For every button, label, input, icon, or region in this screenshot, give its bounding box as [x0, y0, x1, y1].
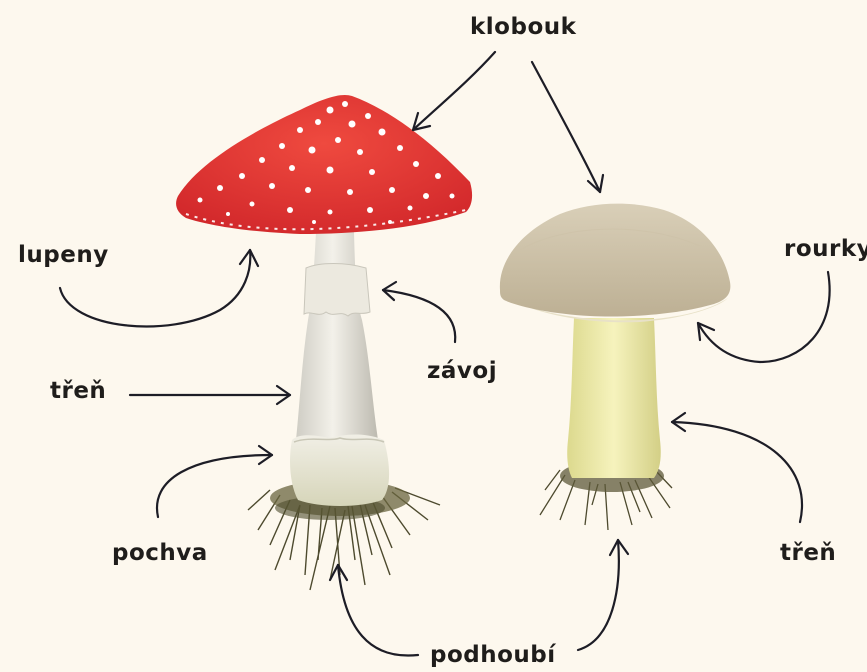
label-tren-right: třeň	[780, 542, 836, 565]
label-lupeny: lupeny	[18, 244, 109, 267]
label-podhoubi: podhoubí	[430, 644, 556, 667]
amanita-mushroom	[176, 95, 472, 590]
arrow-podhoubi-right	[578, 540, 619, 650]
arrow-pochva	[157, 455, 272, 517]
arrow-zavoj	[383, 290, 455, 342]
label-rourky: rourky	[784, 238, 867, 261]
label-tren-left: třeň	[50, 380, 106, 403]
label-klobouk: klobouk	[470, 16, 576, 39]
arrow-tren-right	[672, 422, 802, 522]
arrow-klobouk-amanita	[413, 52, 495, 130]
boletus-mushroom	[500, 204, 731, 530]
label-zavoj: závoj	[427, 360, 497, 383]
arrow-podhoubi-left	[338, 565, 418, 656]
arrow-klobouk-boletus	[532, 62, 600, 192]
label-pochva: pochva	[112, 542, 208, 565]
